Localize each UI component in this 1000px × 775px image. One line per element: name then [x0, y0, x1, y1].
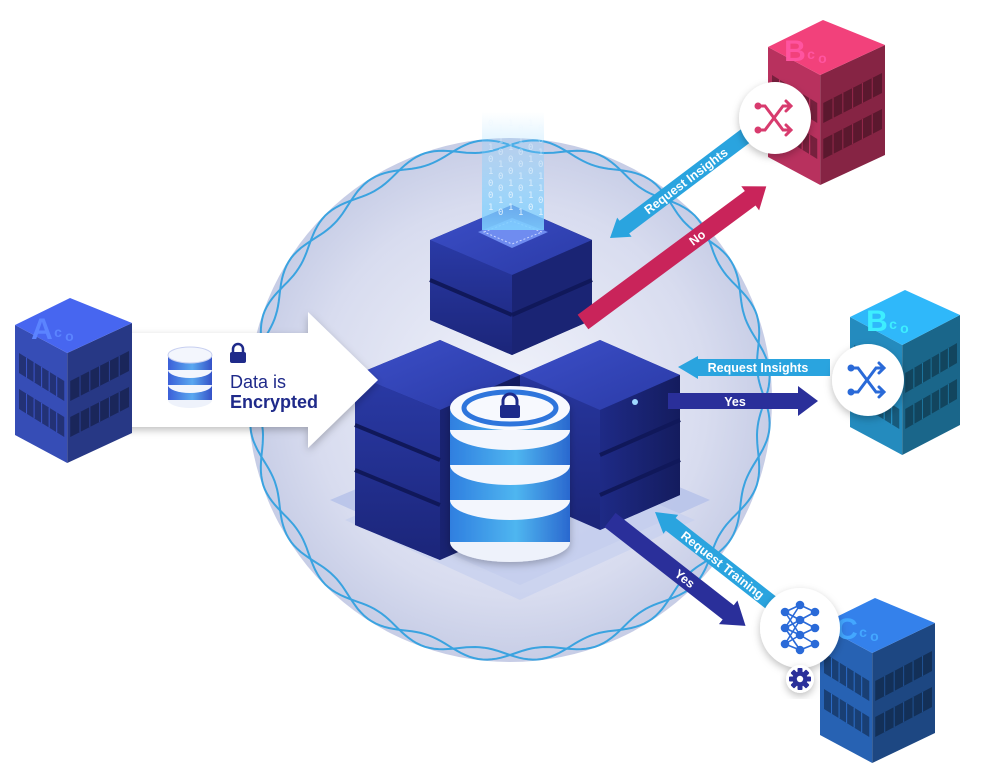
building-letter-small: c: [54, 324, 62, 340]
binary-digit: 0: [528, 203, 533, 213]
binary-digit: 0: [518, 124, 523, 134]
binary-digit: 1: [498, 196, 503, 206]
binary-digit: 0: [498, 172, 503, 182]
binary-digit: 1: [508, 203, 513, 213]
request-insights-mid-label: Request Insights: [708, 361, 809, 375]
binary-digit: 0: [518, 160, 523, 170]
binary-digit: 0: [518, 184, 523, 194]
encryption-label-line1: Data is: [230, 372, 286, 392]
central-database-icon: [450, 386, 570, 562]
building-letter-small: c: [807, 46, 815, 62]
binary-digit: 1: [498, 160, 503, 170]
binary-digit: 0: [508, 191, 513, 201]
building-letter-small: c: [889, 316, 897, 332]
binary-digit: 0: [528, 131, 533, 141]
binary-digit: 1: [488, 143, 493, 153]
binary-digit: 1: [508, 119, 513, 129]
small-database-icon: [167, 346, 213, 408]
building-letter-small: o: [65, 328, 74, 344]
building-letter-small: o: [900, 320, 909, 336]
encryption-arrow: [120, 312, 378, 448]
binary-digit: 0: [498, 148, 503, 158]
gear-icon: [786, 665, 814, 693]
binary-digit: 1: [538, 172, 543, 182]
encryption-label-line2: Encrypted: [230, 392, 318, 412]
binary-digit: 0: [488, 191, 493, 201]
arrow-yes-mid: Yes: [668, 386, 818, 416]
binary-digit: 1: [518, 172, 523, 182]
binary-digit: 0: [538, 196, 543, 206]
shuffle-badge-top: [739, 82, 811, 154]
binary-digit: 0: [518, 148, 523, 158]
server-rack-top: [429, 205, 593, 355]
binary-digit: 1: [528, 179, 533, 189]
binary-digit: 1: [538, 184, 543, 194]
lock-icon-small: [230, 342, 246, 363]
building-letter-small: o: [818, 50, 827, 66]
binary-digit: 1: [528, 155, 533, 165]
binary-digit: 0: [508, 131, 513, 141]
neural-badge: [760, 588, 840, 668]
shuffle-icon: [754, 99, 794, 137]
binary-digit: 0: [508, 155, 513, 165]
binary-digit: 0: [488, 119, 493, 129]
binary-digit: 1: [498, 136, 503, 146]
building-letter: B: [866, 305, 888, 338]
building-letter: B: [784, 35, 806, 68]
binary-digit: 1: [538, 148, 543, 158]
binary-digit: 1: [528, 191, 533, 201]
binary-digit: 1: [488, 203, 493, 213]
binary-digit: 0: [538, 160, 543, 170]
arrow-no: No: [577, 186, 767, 330]
binary-digit: 1: [508, 143, 513, 153]
binary-digit: 0: [508, 167, 513, 177]
binary-digit: 1: [498, 124, 503, 134]
building-letter: C: [836, 613, 858, 646]
binary-digit: 1: [538, 208, 543, 218]
shuffle-icon: [847, 361, 887, 399]
building-letter: A: [31, 313, 53, 346]
binary-digit: 1: [518, 136, 523, 146]
binary-digit: 1: [518, 208, 523, 218]
binary-digit: 1: [488, 131, 493, 141]
binary-digit: 1: [518, 196, 523, 206]
yes-mid-label: Yes: [724, 395, 746, 409]
binary-digit: 0: [498, 208, 503, 218]
shuffle-badge-mid: [832, 344, 904, 416]
arrow-request-insights-mid: Request Insights: [678, 356, 830, 379]
binary-digit: 1: [508, 179, 513, 189]
neural-network-icon: [780, 600, 820, 655]
building-letter-small: c: [859, 624, 867, 640]
binary-digit: 0: [528, 143, 533, 153]
binary-digit: 0: [538, 136, 543, 146]
binary-digit: 0: [528, 167, 533, 177]
data-beam: 0110100111010010101001010100101110010110…: [482, 112, 544, 230]
lock-icon: [500, 392, 520, 418]
binary-digit: 0: [538, 124, 543, 134]
binary-digit: 1: [488, 167, 493, 177]
building-letter-small: o: [870, 628, 879, 644]
binary-digit: 0: [488, 155, 493, 165]
binary-digit: 0: [488, 179, 493, 189]
binary-digit: 1: [528, 119, 533, 129]
binary-digit: 0: [498, 184, 503, 194]
